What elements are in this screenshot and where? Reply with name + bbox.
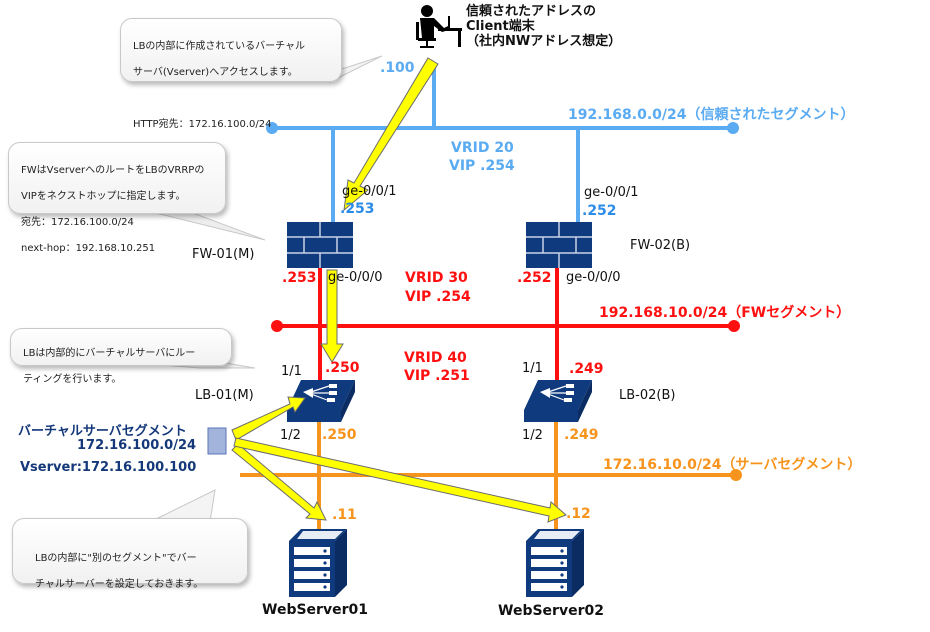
fw01-lower-ip: .253: [282, 270, 317, 286]
load-balancer-icon: [524, 380, 592, 422]
server-icon: [526, 529, 584, 597]
virtual-server-segment-title: バーチャルサーバセグメント: [18, 424, 187, 439]
trusted-vip: VIP .254: [449, 158, 515, 174]
traffic-flow-arrows: [231, 57, 567, 523]
client-label-line1: 信頼されたアドレスの: [466, 4, 597, 19]
fw-vrid: VRID 30: [405, 270, 468, 286]
callout-http-line2: サーバ(Vserver)へアクセスします。: [133, 67, 298, 78]
trusted-vrid: VRID 20: [451, 140, 514, 156]
arrow-vserver-to-web02: [233, 437, 567, 523]
callout-segment-line2: チャルサーバーを設定しておきます。: [35, 579, 204, 590]
trusted-segment: [266, 62, 739, 222]
arrow-vserver-to-web01: [231, 443, 327, 521]
fw01-name: FW-01(M): [192, 247, 255, 262]
client-label-line2: Client端末: [466, 19, 535, 34]
arrow-vserver-to-lb01: [231, 396, 306, 441]
server-segment-label: 172.16.10.0/24（サーバセグメント）: [603, 457, 862, 473]
callout-lb-segment: LBの内部に"別のセグメント"でバー チャルサーバーを設定しておきます。: [12, 518, 248, 590]
trusted-segment-endpoint-right: [727, 122, 739, 134]
callout-http-line3: [133, 92, 329, 105]
fw-segment-endpoint-right: [728, 320, 740, 332]
web02-name: WebServer02: [498, 603, 604, 619]
callout-segment-line1: LBの内部に"別のセグメント"でバー: [35, 553, 197, 564]
lb02-upper-port: 1/1: [522, 361, 543, 376]
client-label-line3: （社内NWアドレス想定）: [466, 34, 622, 49]
virtual-server-subnet: 172.16.100.0/24: [77, 438, 197, 453]
lb01-lower-port: 1/2: [280, 428, 301, 443]
firewall-icon: [287, 222, 353, 268]
callout-http-line4: HTTP宛先：172.16.100.0/24: [133, 119, 272, 130]
callout-lb-line2: ティングを行います。: [23, 374, 122, 385]
arrow-fw01-to-lb01: [320, 269, 344, 363]
virtual-server-icon: [207, 427, 227, 455]
web01-ip: .11: [332, 507, 357, 523]
lb02-lower-ip: .249: [564, 427, 599, 443]
fw-segment-label: 192.168.10.0/24（FWセグメント）: [599, 305, 851, 321]
callout-http-line1: LBの内部に作成されているバーチャル: [133, 41, 306, 52]
trusted-segment-endpoint-left: [266, 122, 278, 134]
client-label: 信頼されたアドレスの Client端末 （社内NWアドレス想定）: [466, 4, 621, 49]
server-segment-endpoint-right: [730, 469, 742, 481]
person-at-computer-icon: [416, 5, 462, 48]
lb-vrid: VRID 40: [404, 350, 467, 366]
callout-fw-line1: FWはVserverへのルートをLBのVRRPの: [21, 165, 205, 176]
web01-name: WebServer01: [262, 602, 368, 618]
fw-segment: [271, 268, 740, 382]
fw02-lower-interface: ge-0/0/0: [566, 270, 621, 285]
lb01-lower-ip: .250: [322, 427, 357, 443]
fw01-upper-interface: ge-0/0/1: [342, 184, 397, 199]
lb01-upper-ip: .250: [325, 360, 360, 376]
fw01-upper-ip: .253: [340, 201, 375, 217]
load-balancer-icon: [287, 380, 355, 422]
callout-http-vserver: LBの内部に作成されているバーチャル サーバ(Vserver)へアクセスします。…: [120, 18, 342, 130]
firewall-icon: [526, 222, 592, 268]
vserver-address: Vserver:172.16.100.100: [20, 460, 197, 475]
lb02-lower-port: 1/2: [522, 428, 543, 443]
server-icon: [289, 529, 347, 597]
callout-fw-line3: 宛先：172.16.100.0/24: [21, 217, 134, 228]
client-ip: .100: [380, 60, 415, 76]
fw02-name: FW-02(B): [630, 238, 691, 253]
lb01-name: LB-01(M): [195, 388, 254, 403]
fw02-upper-interface: ge-0/0/1: [584, 185, 639, 200]
callout-fw-line4: next-hop：192.168.10.251: [21, 243, 156, 254]
fw01-lower-interface: ge-0/0/0: [328, 270, 383, 285]
trusted-segment-label: 192.168.0.0/24（信頼されたセグメント）: [568, 107, 855, 123]
web02-ip: .12: [566, 506, 591, 522]
callout-fw-line2: VIPをネクストホップに指定します。: [21, 191, 186, 202]
lb02-name: LB-02(B): [619, 388, 676, 403]
arrow-client-to-fw01: [343, 57, 439, 212]
callout-fw-route: FWはVserverへのルートをLBのVRRPの VIPをネクストホップに指定し…: [8, 142, 226, 254]
lb01-upper-port: 1/1: [281, 364, 302, 379]
fw-vip: VIP .254: [405, 289, 471, 305]
fw02-upper-ip: .252: [582, 203, 617, 219]
callout-lb-routing: LBは内部的にバーチャルサーバにルー ティングを行います。: [10, 328, 232, 385]
fw02-lower-ip: .252: [517, 270, 552, 286]
fw-segment-endpoint-left: [271, 320, 283, 332]
callout-lb-line1: LBは内部的にバーチャルサーバにルー: [23, 348, 196, 359]
lb02-upper-ip: .249: [569, 361, 604, 377]
lb-vip: VIP .251: [404, 368, 470, 384]
